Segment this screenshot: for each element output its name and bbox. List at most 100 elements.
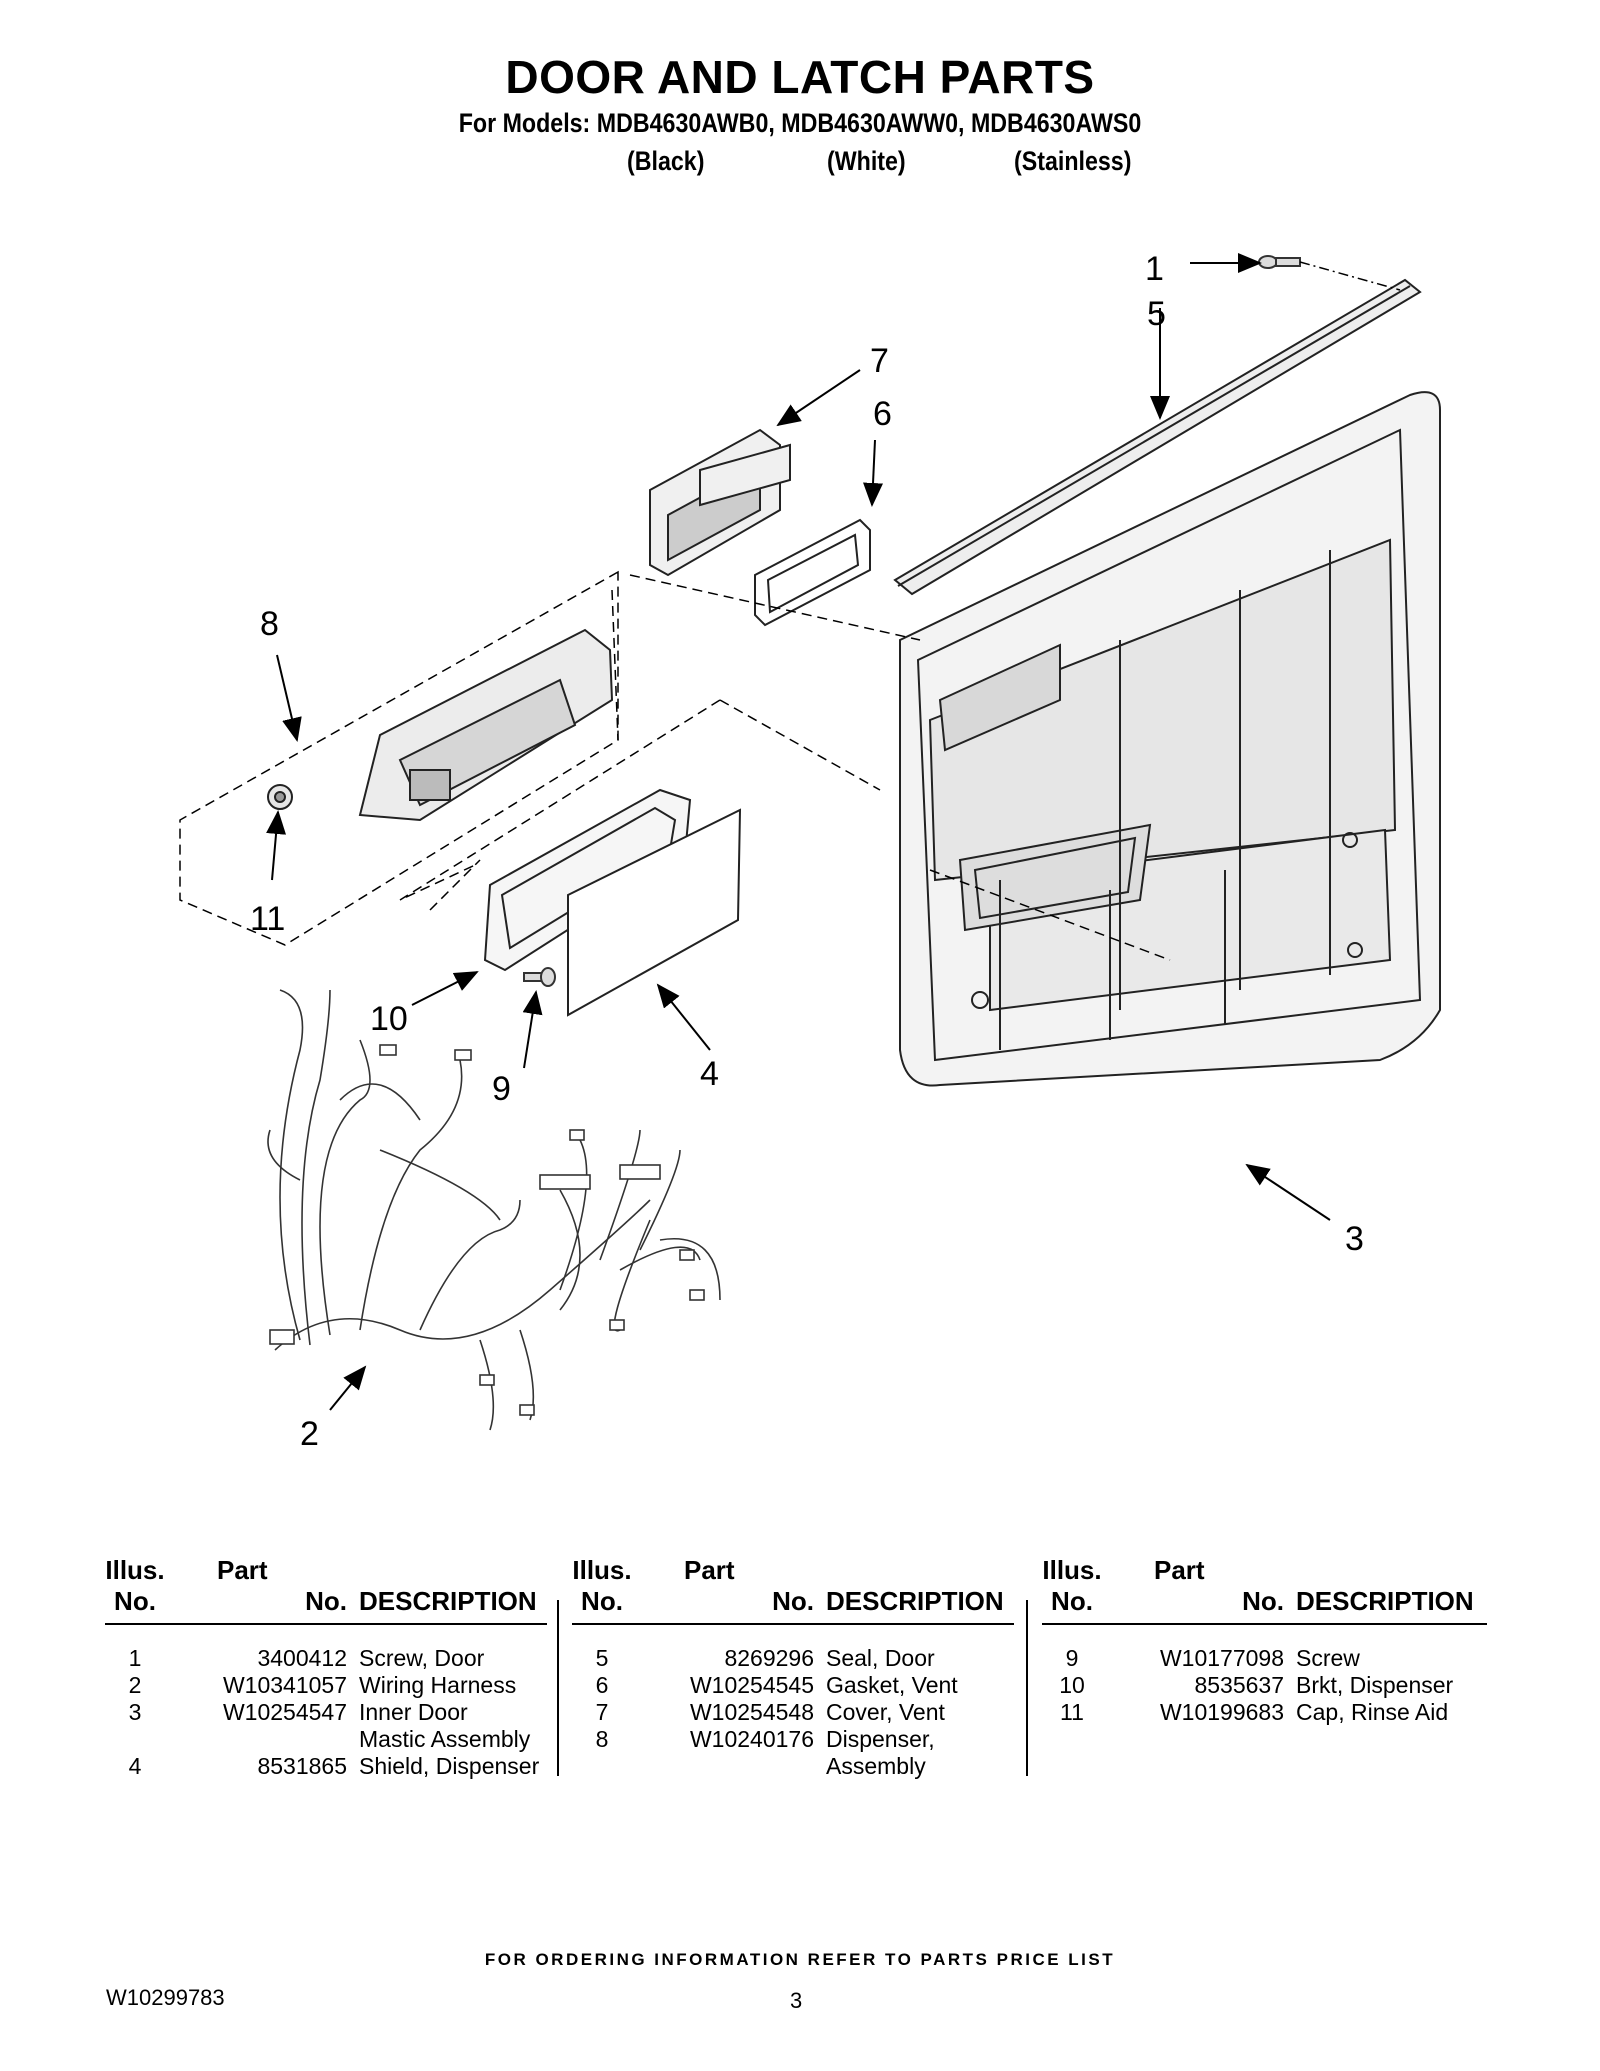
description: Brkt, Dispenser: [1296, 1672, 1454, 1698]
screw-drawing: [523, 967, 556, 987]
table-divider: [1026, 1600, 1028, 1776]
part-header: Part: [217, 1555, 268, 1585]
part-no-header: No.: [165, 1586, 359, 1625]
table-row: 9 W10177098 Screw: [1042, 1624, 1487, 1672]
table-row: 5 8269296 Seal, Door: [572, 1624, 1014, 1672]
table-divider: [557, 1600, 559, 1776]
table-row: 6 W10254545 Gasket, Vent: [572, 1672, 1014, 1699]
illus-header: Illus.: [1042, 1555, 1102, 1585]
page-title: DOOR AND LATCH PARTS: [505, 51, 1095, 103]
part-no: 8531865: [257, 1753, 347, 1779]
dispenser-assembly-drawing: [358, 628, 614, 822]
illus-no: 5: [595, 1645, 609, 1671]
part-no: W10177098: [1159, 1645, 1284, 1671]
callout-6: 6: [873, 395, 892, 433]
callout-3: 3: [1345, 1220, 1364, 1258]
callout-9: 9: [492, 1070, 511, 1108]
table-row: 10 8535637 Brkt, Dispenser: [1042, 1672, 1487, 1699]
table-row: 1 3400412 Screw, Door: [105, 1624, 547, 1672]
part-no: W10240176: [689, 1726, 814, 1752]
callout-1: 1: [1145, 250, 1164, 288]
door-screw-drawing: [1258, 255, 1301, 269]
description: Cover, Vent: [826, 1699, 945, 1725]
page-number: 3: [790, 1988, 803, 2013]
illus-no: 1: [128, 1645, 142, 1671]
description: Screw, Door: [359, 1645, 485, 1671]
part-no: W10254545: [689, 1672, 814, 1698]
part-no-header: No.: [1102, 1586, 1296, 1625]
vent-cover-drawing: [649, 428, 791, 577]
callout-10: 10: [370, 1000, 408, 1038]
no-header: No.: [1042, 1586, 1102, 1625]
table-row: 8 W10240176 Dispenser,: [572, 1726, 1014, 1753]
part-no: W10199683: [1159, 1699, 1284, 1725]
description: Wiring Harness: [359, 1672, 517, 1698]
description: Gasket, Vent: [826, 1672, 958, 1698]
no-header: No.: [572, 1586, 632, 1625]
table-row: 3 W10254547 Inner Door: [105, 1699, 547, 1726]
description-header: DESCRIPTION: [1296, 1586, 1487, 1625]
variant-stainless: (Stainless): [1014, 146, 1132, 176]
illus-header: Illus.: [105, 1555, 165, 1585]
callout-8: 8: [260, 605, 279, 643]
illus-no: 4: [128, 1753, 142, 1779]
variant-white: (White): [827, 146, 906, 176]
table-row: 11 W10199683 Cap, Rinse Aid: [1042, 1699, 1487, 1726]
callout-labels: 1 2 3 4 5 6 7 8 9 10 11: [250, 250, 1364, 1450]
illus-no: 6: [595, 1672, 609, 1698]
description: Inner Door: [359, 1699, 468, 1725]
ordering-note: FOR ORDERING INFORMATION REFER TO PARTS …: [484, 1950, 1116, 1969]
callout-7: 7: [870, 342, 889, 380]
dispenser-group-outline: [179, 570, 1171, 961]
description: Assembly: [826, 1753, 926, 1779]
table-row: 4 8531865 Shield, Dispenser: [105, 1753, 547, 1780]
part-no: W10254548: [689, 1699, 814, 1725]
model-list: For Models: MDB4630AWB0, MDB4630AWW0, MD…: [458, 108, 1142, 138]
part-header: Part: [684, 1555, 735, 1585]
illus-no: 11: [1060, 1699, 1084, 1725]
description: Mastic Assembly: [359, 1726, 531, 1752]
document-number: W10299783: [106, 1985, 225, 2010]
description: Shield, Dispenser: [359, 1753, 540, 1779]
illus-no: 8: [595, 1726, 609, 1752]
illus-no: 3: [128, 1699, 142, 1725]
part-header: Part: [1154, 1555, 1205, 1585]
description: Cap, Rinse Aid: [1296, 1699, 1449, 1725]
illus-no: 10: [1059, 1672, 1085, 1698]
part-no: W10341057: [222, 1672, 347, 1698]
callout-arrows: [266, 253, 1331, 1411]
description: Seal, Door: [826, 1645, 935, 1671]
part-no: W10254547: [222, 1699, 347, 1725]
illus-no: 2: [128, 1672, 142, 1698]
description: Screw: [1296, 1645, 1360, 1671]
rinse-aid-cap-drawing: [267, 784, 293, 810]
no-header: No.: [105, 1586, 165, 1625]
description-header: DESCRIPTION: [359, 1586, 547, 1625]
table-row-continued: Assembly: [572, 1753, 1014, 1780]
callout-11: 11: [250, 900, 285, 938]
table-row: 2 W10341057 Wiring Harness: [105, 1672, 547, 1699]
callout-4: 4: [700, 1055, 719, 1093]
illus-no: 9: [1065, 1645, 1079, 1671]
table-row-continued: Mastic Assembly: [105, 1726, 547, 1753]
door-seal-drawing: [893, 278, 1422, 596]
part-no: 8535637: [1194, 1672, 1284, 1698]
parts-table-1: Illus. Part No. No. DESCRIPTION 1 340041…: [105, 1555, 547, 1780]
description: Dispenser,: [826, 1726, 935, 1752]
parts-table-2: Illus. Part No. No. DESCRIPTION 5 826929…: [572, 1555, 1014, 1780]
part-no: 8269296: [724, 1645, 814, 1671]
vent-gasket-drawing: [754, 518, 871, 627]
variant-black: (Black): [627, 146, 705, 176]
illus-header: Illus.: [572, 1555, 632, 1585]
table-row: 7 W10254548 Cover, Vent: [572, 1699, 1014, 1726]
callout-2: 2: [300, 1415, 319, 1450]
part-no: 3400412: [257, 1645, 347, 1671]
description-header: DESCRIPTION: [826, 1586, 1014, 1625]
wiring-harness-drawing: [267, 989, 721, 1431]
part-no-header: No.: [632, 1586, 826, 1625]
illus-no: 7: [595, 1699, 609, 1725]
exploded-parts-diagram: 1 2 3 4 5 6 7 8 9 10 11: [179, 250, 1441, 1450]
callout-5: 5: [1147, 295, 1166, 333]
parts-table-3: Illus. Part No. No. DESCRIPTION 9 W10177…: [1042, 1555, 1487, 1726]
dispenser-shield-drawing: [567, 808, 742, 1017]
